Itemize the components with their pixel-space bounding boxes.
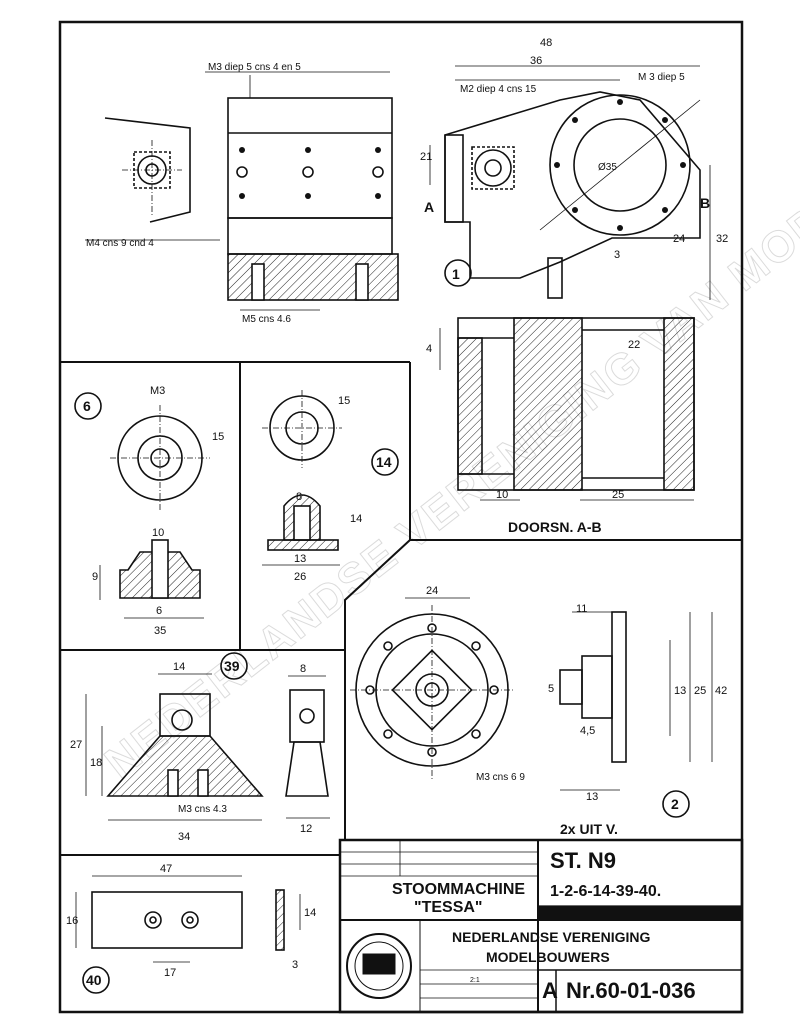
dim-25: 25: [612, 489, 624, 501]
dim-34: 34: [178, 831, 190, 843]
org-line-1: NEDERLANDSE VERENIGING: [452, 929, 650, 945]
scale: 2:1: [470, 977, 480, 984]
view-part-1-labels: M3 diep 5 cns 4 en 5 M4 cns 9 cnd 4 M5 c…: [86, 37, 728, 535]
note-m3: M3 cns 6 9: [476, 772, 525, 783]
title-block-text: STOOMMACHINE "TESSA" ST. N9 1-2-6-14-39-…: [392, 848, 696, 1003]
dim-17: 17: [164, 967, 176, 979]
size-mark: A: [542, 978, 558, 1003]
dim-4-5: 4,5: [580, 725, 595, 737]
note-m3-top: M3 diep 5 cns 4 en 5: [208, 62, 301, 73]
view-part-1: [85, 65, 711, 501]
marker-b: B: [700, 195, 710, 211]
dim-24: 24: [673, 233, 685, 245]
part-number-40: 40: [86, 972, 102, 988]
dim-36: 36: [530, 55, 542, 67]
dim-10: 10: [496, 489, 508, 501]
dim-48: 48: [540, 37, 552, 49]
dim-21: 21: [420, 151, 432, 163]
view-part-14: [262, 390, 399, 566]
dim-9: 9: [92, 571, 98, 583]
view-part-40: [75, 875, 301, 994]
dim-25: 25: [694, 685, 706, 697]
dim-18: 18: [90, 757, 102, 769]
dim-m3: M3: [150, 385, 165, 397]
cell-dividers: [60, 361, 742, 856]
note-m4-left: M4 cns 9 cnd 4: [86, 238, 154, 249]
note-m2: M2 diep 4 cns 15: [460, 84, 537, 95]
title-block: [338, 838, 744, 1014]
view-part-39-labels: 14 8 27 18 34 12 M3 cns 4.3 39: [70, 658, 312, 843]
dim-10: 10: [152, 527, 164, 539]
dim-14: 14: [304, 907, 316, 919]
sheet-ref: ST. N9: [550, 848, 616, 873]
dim-8: 8: [296, 491, 302, 503]
dim-13: 13: [294, 553, 306, 565]
dim-22: 22: [628, 339, 640, 351]
view-part-40-labels: 47 16 17 14 3 40: [66, 863, 316, 988]
dim-47: 47: [160, 863, 172, 875]
drawing-number: Nr.60-01-036: [566, 978, 696, 1003]
view-part-6: [74, 392, 210, 619]
parts-list: 1-2-6-14-39-40.: [550, 883, 661, 900]
view-part-39: [85, 652, 330, 821]
dim-26: 26: [294, 571, 306, 583]
dim-24: 24: [426, 585, 438, 597]
dim-12: 12: [300, 823, 312, 835]
dim-13b: 13: [586, 791, 598, 803]
dim-diameter: Ø35: [598, 162, 617, 173]
note-m5-bottom: M5 cns 4.6: [242, 314, 291, 325]
dim-15: 15: [338, 395, 350, 407]
title-model: "TESSA": [414, 899, 483, 916]
part-number-14: 14: [376, 454, 392, 470]
title-name: STOOMMACHINE: [392, 881, 525, 898]
dim-16: 16: [66, 915, 78, 927]
dim-3: 3: [614, 249, 620, 261]
dim-32: 32: [716, 233, 728, 245]
org-line-2: MODELBOUWERS: [486, 949, 610, 965]
dim-8: 8: [300, 663, 306, 675]
dim-15: 15: [212, 431, 224, 443]
marker-a: A: [424, 199, 434, 215]
view-part-2: [350, 597, 713, 818]
dim-35: 35: [154, 625, 166, 637]
part-number-1: 1: [452, 266, 460, 282]
dim-11: 11: [576, 603, 587, 615]
view-part-2-labels: 24 M3 cns 6 9 11 5 13 25 42 4,5 13 2x UI…: [426, 585, 727, 837]
dim-5: 5: [548, 683, 554, 695]
note-2x-uit-v: 2x UIT V.: [560, 821, 618, 837]
section-label: DOORSN. A-B: [508, 519, 602, 535]
view-part-14-labels: 14 15 14 13 8 26: [294, 395, 392, 583]
part-number-39: 39: [224, 658, 240, 674]
dim-13: 13: [674, 685, 686, 697]
dim-3: 3: [292, 959, 298, 971]
dim-6: 6: [156, 605, 162, 617]
dim-14: 14: [350, 513, 362, 525]
dim-42: 42: [715, 685, 727, 697]
dim-14: 14: [173, 661, 185, 673]
dim-4: 4: [426, 343, 432, 355]
part-number-2: 2: [671, 796, 679, 812]
dim-27: 27: [70, 739, 82, 751]
note-m3-diep5: M 3 diep 5: [638, 72, 685, 83]
part-number-6: 6: [83, 398, 91, 414]
note-m3: M3 cns 4.3: [178, 804, 227, 815]
view-part-6-labels: 6 M3 10 6 9 35 15: [83, 385, 224, 637]
